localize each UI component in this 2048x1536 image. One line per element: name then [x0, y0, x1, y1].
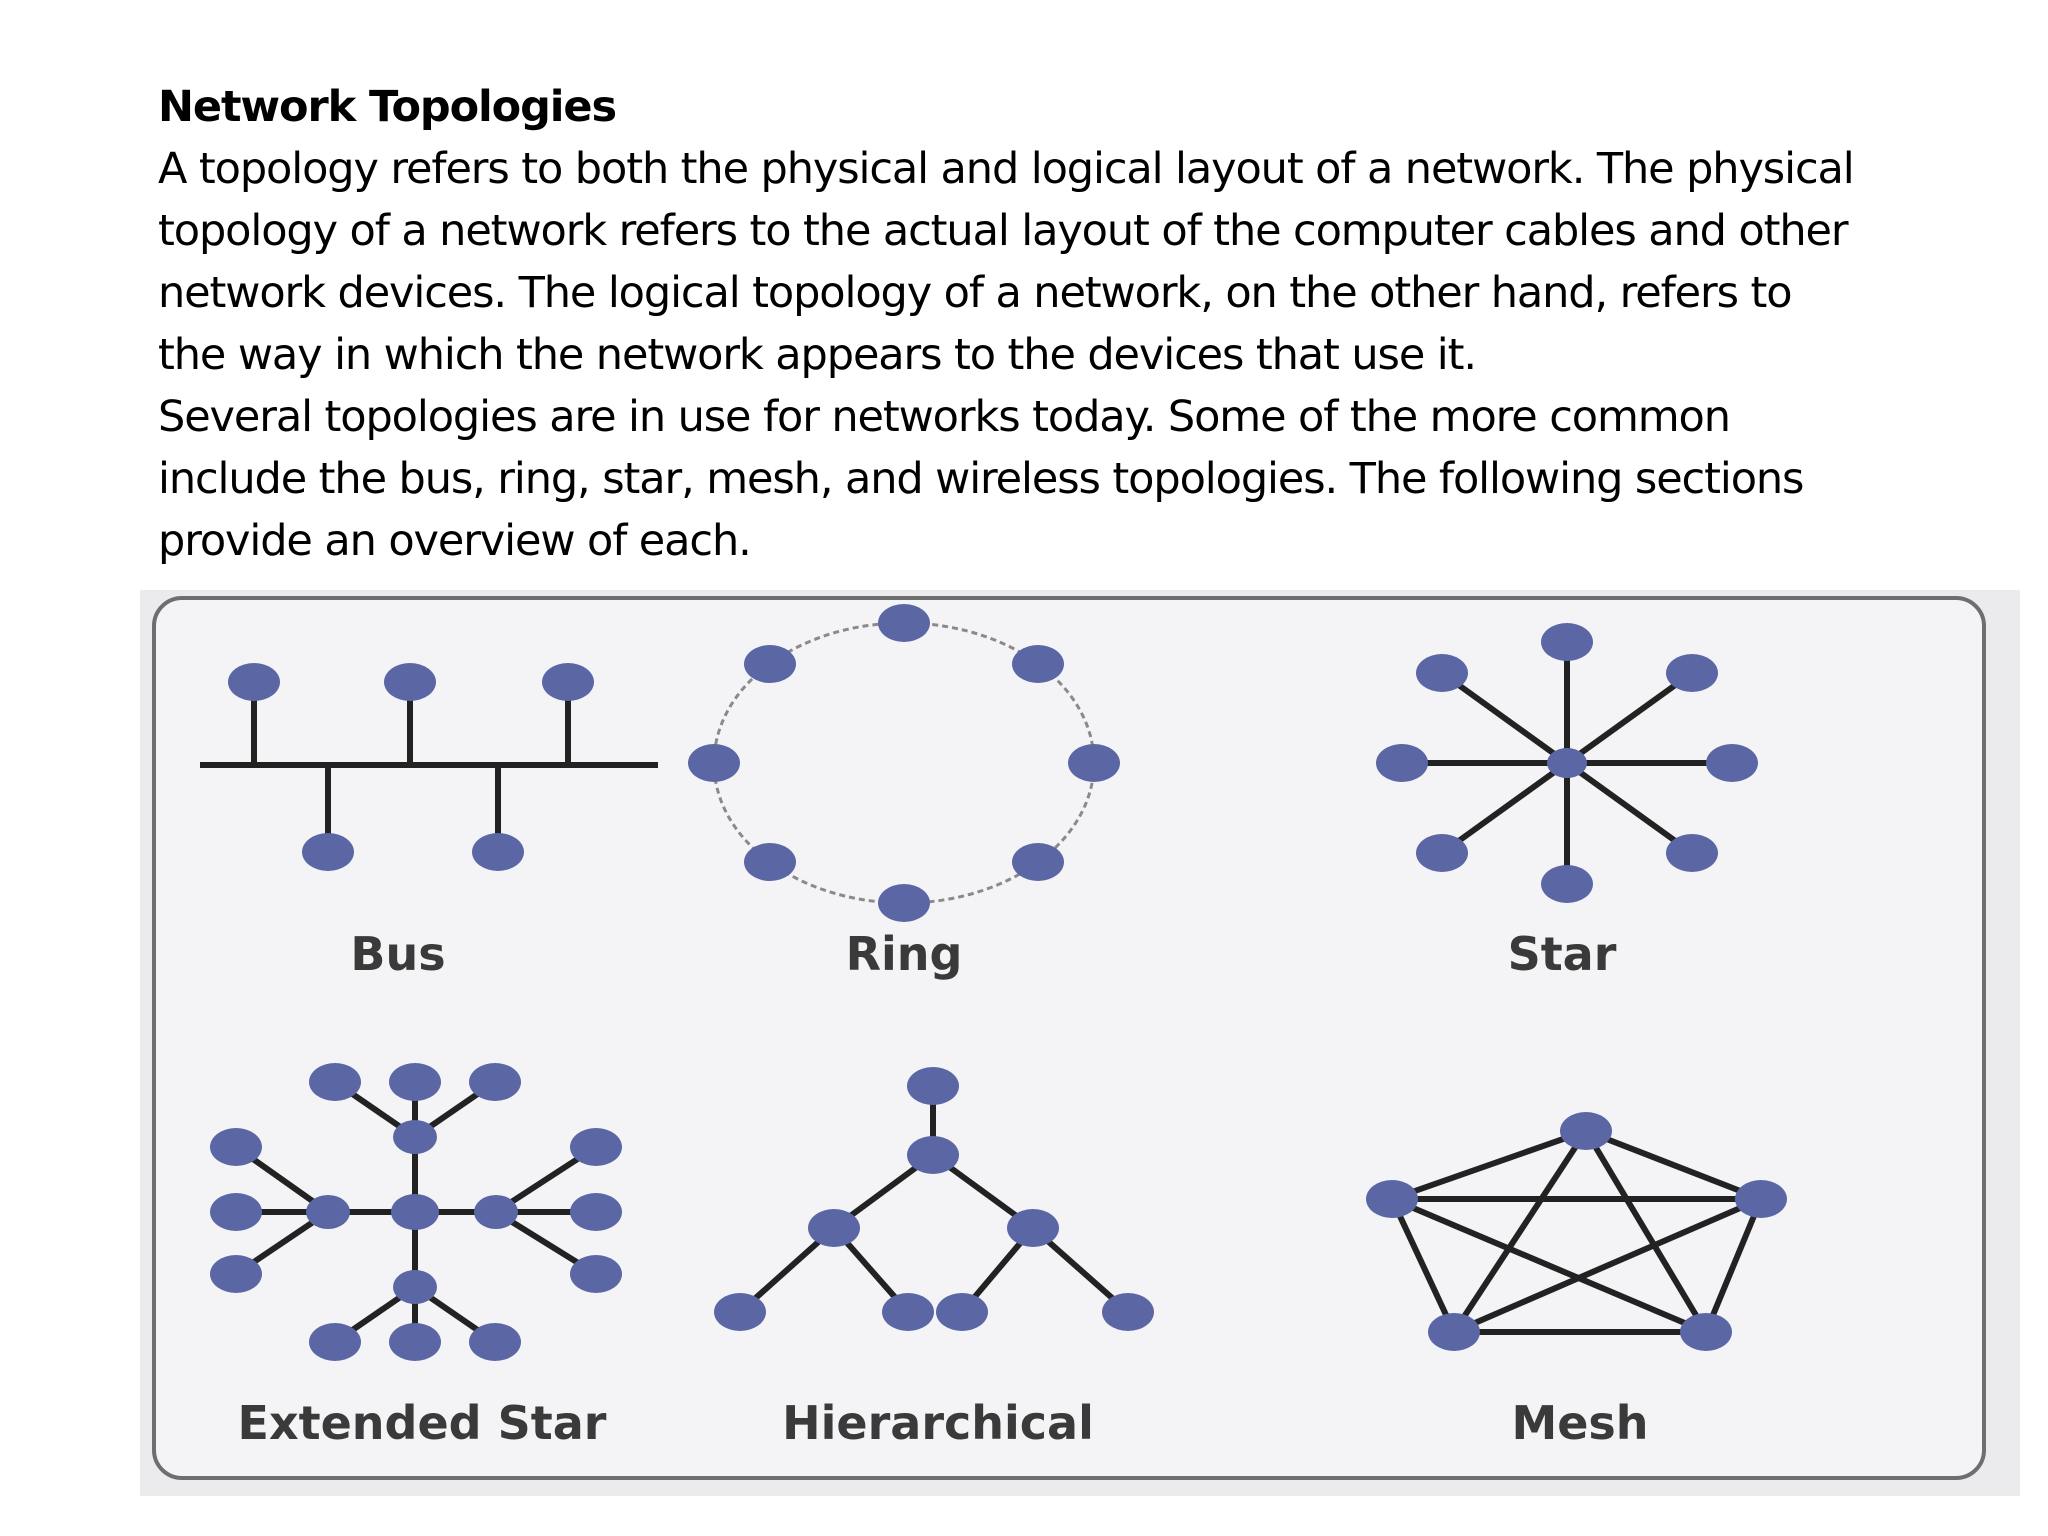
paragraph-line-1: A topology refers to both the physical a…: [158, 144, 1855, 194]
paragraph-line-7: provide an overview of each.: [158, 516, 752, 566]
paragraph-line-2: topology of a network refers to the actu…: [158, 206, 1849, 256]
page-heading: Network Topologies: [158, 82, 617, 132]
mesh-link: [1583, 1129, 1709, 1334]
mesh-link: [1703, 1197, 1764, 1334]
hier-node: [1102, 1293, 1154, 1331]
star-node: [1666, 834, 1718, 872]
hier-node: [882, 1293, 934, 1331]
hierarchical-label: Hierarchical: [782, 1396, 1094, 1450]
mesh-link: [1389, 1197, 1457, 1334]
star-node: [1376, 744, 1428, 782]
ext-star-node: [309, 1323, 361, 1361]
ext-star-node: [570, 1128, 622, 1166]
hierarchical-topology: Hierarchical: [714, 1067, 1154, 1450]
star-link: [1440, 760, 1569, 856]
mesh-node: [1735, 1180, 1787, 1218]
hier-node: [907, 1067, 959, 1105]
paragraph-line-4: the way in which the network appears to …: [158, 330, 1477, 380]
ring-node: [744, 843, 796, 881]
mesh-link: [1452, 1196, 1763, 1335]
star-label: Star: [1508, 927, 1617, 981]
mesh-node: [1560, 1112, 1612, 1150]
bus-node: [384, 663, 436, 701]
hier-node: [936, 1293, 988, 1331]
star-link: [1440, 670, 1569, 766]
ring-node: [1012, 645, 1064, 683]
star-topology: Star: [1376, 623, 1758, 981]
ring-label: Ring: [846, 927, 963, 981]
ring-node: [688, 744, 740, 782]
mesh-link: [1391, 1128, 1587, 1202]
ring-node: [878, 884, 930, 922]
mesh-link: [1451, 1129, 1589, 1334]
ext-star-subhub: [393, 1270, 437, 1304]
star-node: [1666, 654, 1718, 692]
mesh-link: [1584, 1128, 1763, 1202]
bus-node: [542, 663, 594, 701]
ext-star-node: [309, 1063, 361, 1101]
star-link: [1565, 760, 1694, 856]
star-link: [1565, 670, 1694, 766]
topology-diagram: Bus Ring: [152, 596, 1986, 1480]
paragraph-line-5: Several topologies are in use for networ…: [158, 392, 1731, 442]
hier-node: [714, 1293, 766, 1331]
ext-star-node: [210, 1128, 262, 1166]
mesh-node: [1428, 1313, 1480, 1351]
bus-node: [228, 663, 280, 701]
ext-star-node: [469, 1063, 521, 1101]
star-node: [1541, 623, 1593, 661]
text-block: Network Topologies A topology refers to …: [158, 76, 1958, 572]
ext-star-subhub: [393, 1120, 437, 1154]
ring-node: [1068, 744, 1120, 782]
mesh-link: [1390, 1196, 1708, 1335]
ext-star-node: [469, 1323, 521, 1361]
star-node: [1706, 744, 1758, 782]
ext-star-hub: [391, 1194, 439, 1230]
bus-topology: Bus: [200, 663, 658, 981]
ring-node: [878, 604, 930, 642]
ext-star-node: [389, 1063, 441, 1101]
paragraph-line-3: network devices. The logical topology of…: [158, 268, 1793, 318]
ring-node: [744, 645, 796, 683]
ext-star-subhub: [306, 1195, 350, 1229]
ring-node: [1012, 843, 1064, 881]
star-node: [1541, 865, 1593, 903]
hier-node: [808, 1209, 860, 1247]
bus-node: [302, 833, 354, 871]
topology-figure: Bus Ring: [140, 590, 2020, 1496]
bus-node: [472, 833, 524, 871]
ext-star-node: [210, 1255, 262, 1293]
mesh-label: Mesh: [1511, 1396, 1648, 1450]
paragraph-line-6: include the bus, ring, star, mesh, and w…: [158, 454, 1804, 504]
bus-label: Bus: [350, 927, 445, 981]
star-node: [1416, 834, 1468, 872]
mesh-topology: Mesh: [1366, 1112, 1787, 1450]
ext-star-node: [210, 1193, 262, 1231]
ext-star-subhub: [474, 1195, 518, 1229]
extended-star-topology: Extended Star: [210, 1063, 622, 1450]
ring-topology: Ring: [688, 604, 1120, 981]
ext-star-node: [570, 1193, 622, 1231]
star-hub: [1547, 748, 1587, 778]
extended-star-label: Extended Star: [238, 1396, 607, 1450]
hier-node: [1007, 1209, 1059, 1247]
star-node: [1416, 654, 1468, 692]
mesh-node: [1680, 1313, 1732, 1351]
ext-star-node: [570, 1255, 622, 1293]
mesh-node: [1366, 1180, 1418, 1218]
ext-star-node: [389, 1323, 441, 1361]
hier-node: [907, 1136, 959, 1174]
